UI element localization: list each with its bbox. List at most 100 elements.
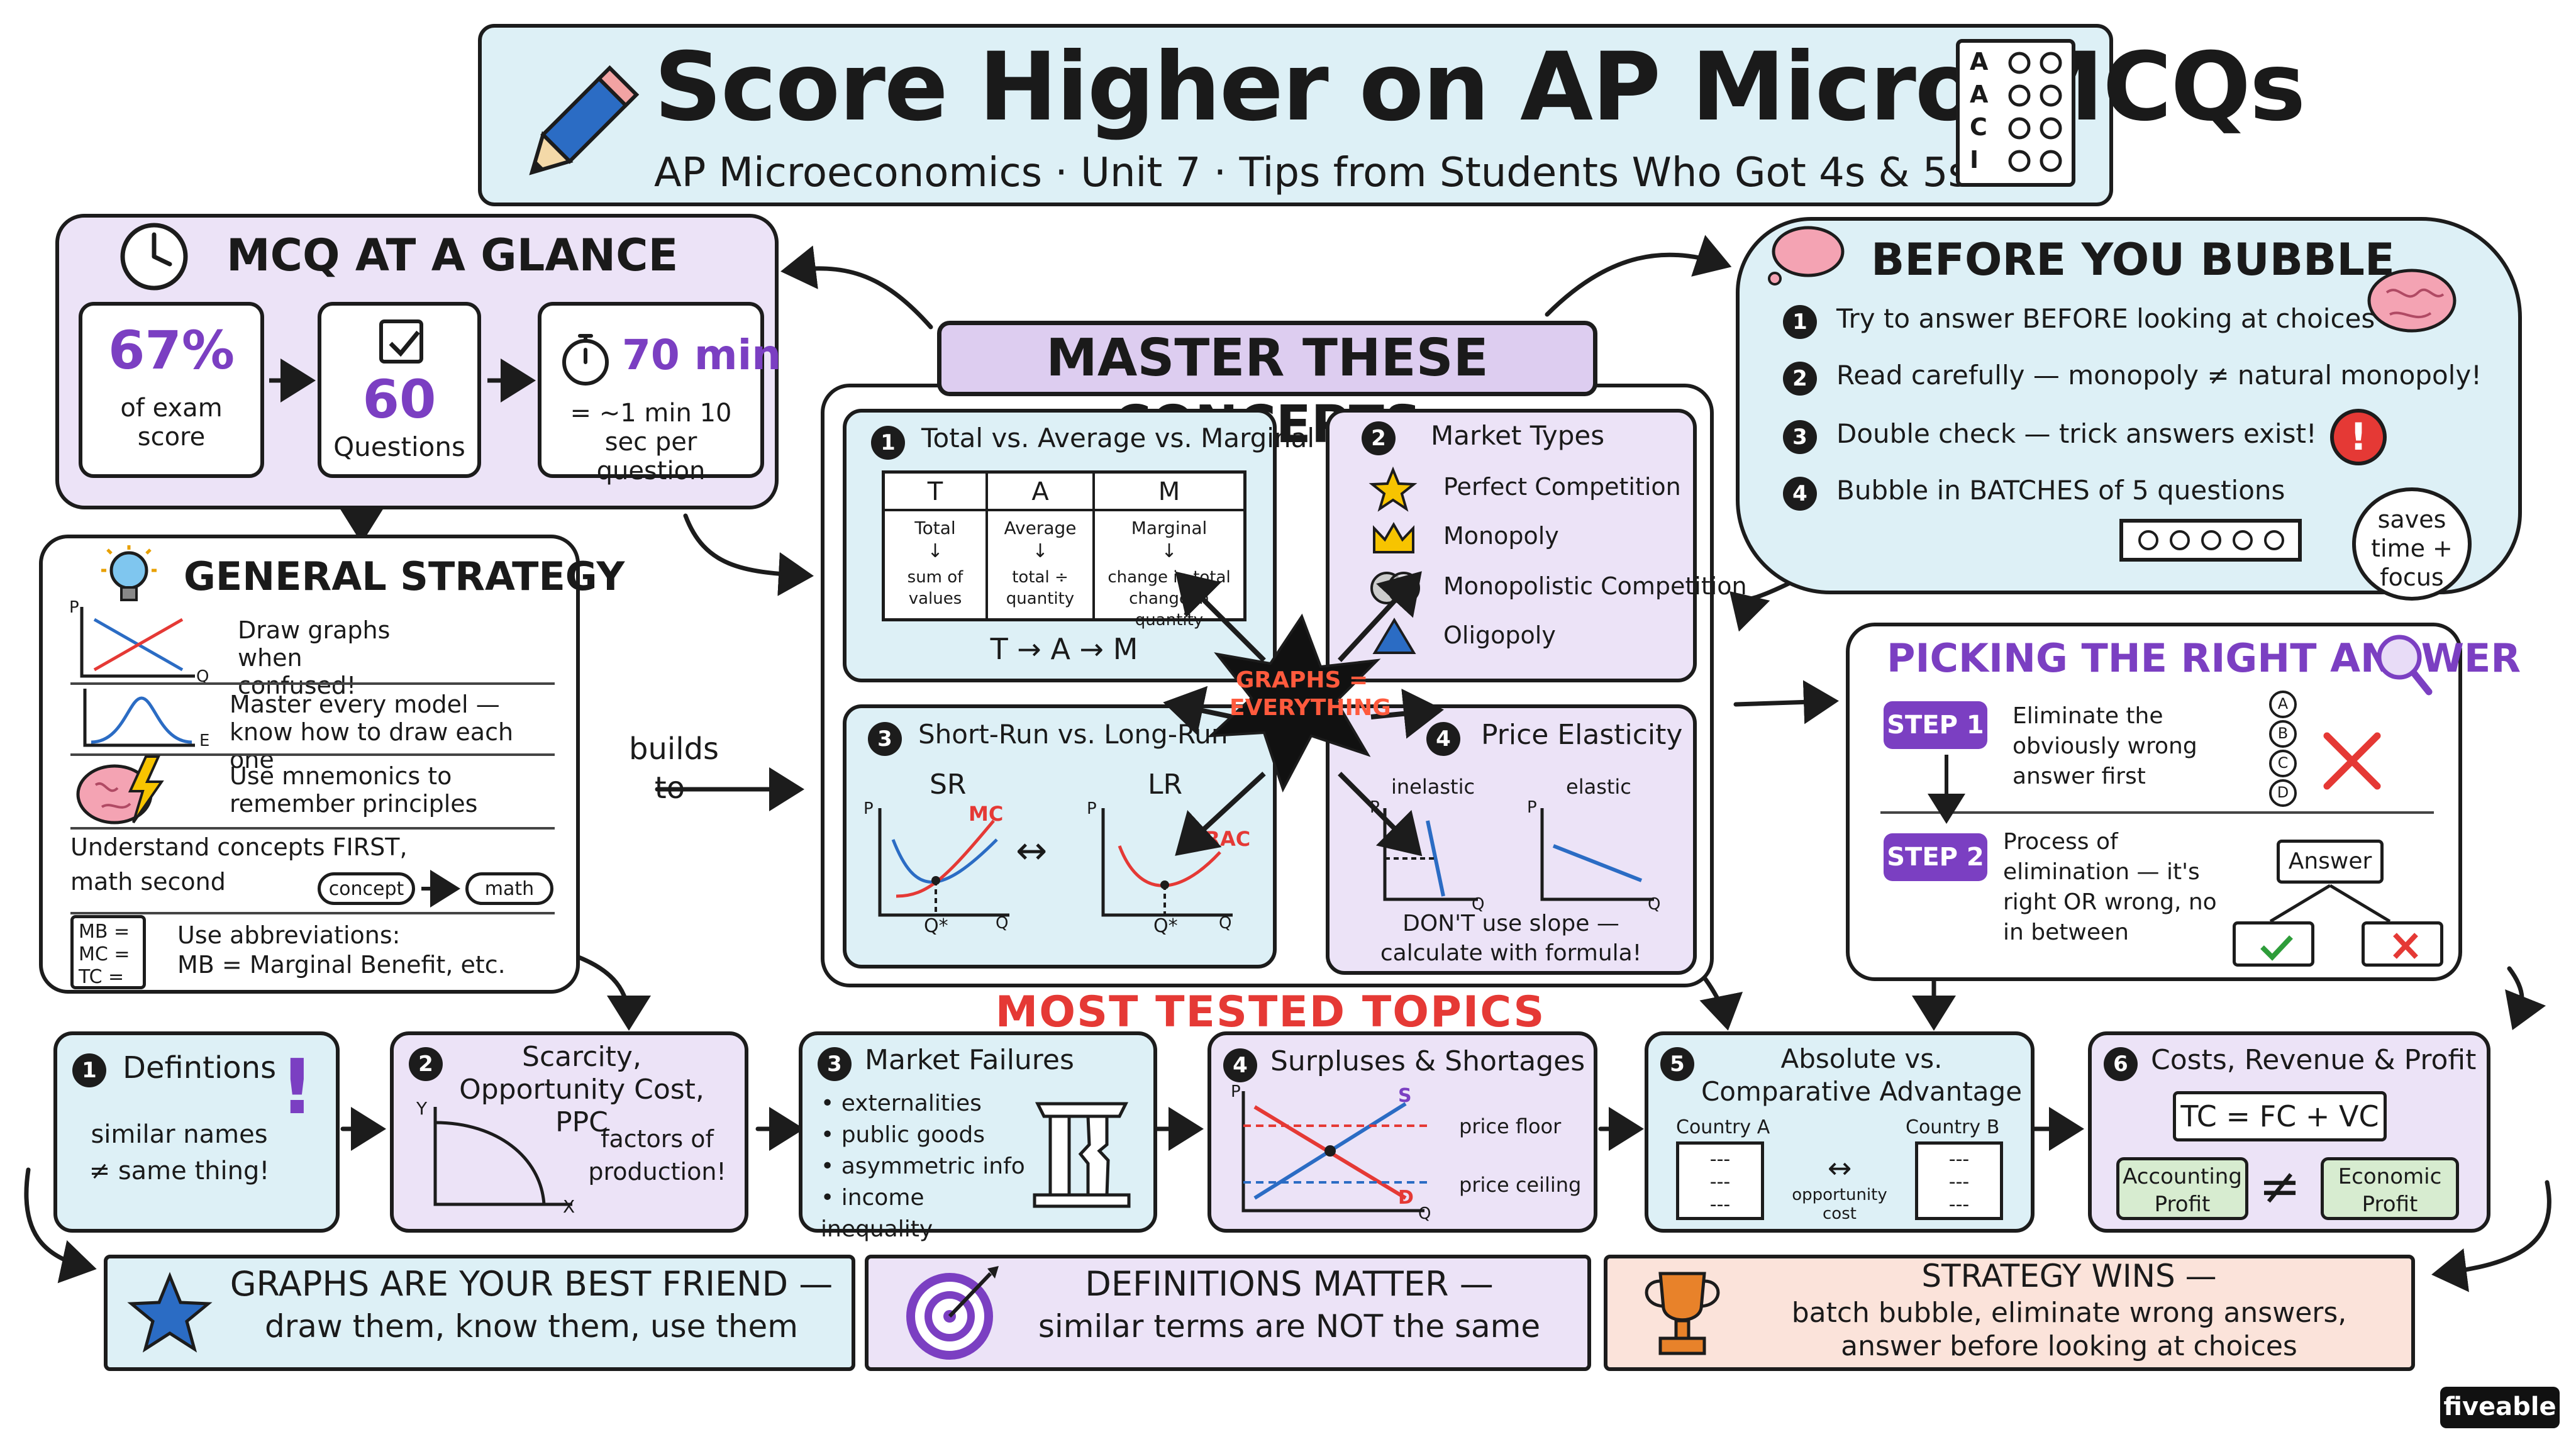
topic-5-title: Absolute vs. Comparative Advantage: [1701, 1043, 2023, 1107]
stat-card-questions: 60 Questions: [318, 302, 481, 478]
glance-arrows: [269, 358, 536, 402]
bubble-item-2: Read carefully — monopoly ≠ natural mono…: [1836, 360, 2482, 391]
not-equal-sign: ≠: [2258, 1157, 2301, 1216]
banner-strategy-line1: STRATEGY WINS —: [1921, 1258, 2217, 1294]
bubble-item-3: Double check — trick answers exist!: [1836, 418, 2317, 449]
stat-card-time: 70 min = ~1 min 10 sec per question: [538, 302, 781, 486]
strategy-item-2: Master every model — know how to draw ea…: [230, 691, 514, 774]
sr-lr-double-arrow: ↔: [1016, 829, 1048, 873]
country-b-table: ---------: [1915, 1141, 2003, 1220]
star-icon: [1368, 466, 1418, 512]
elastic-demand-graph: P Q: [1527, 798, 1661, 914]
warning-icon: !: [2330, 409, 2387, 465]
cost-formula-box: TC = FC + VC: [2173, 1091, 2387, 1141]
magnifier-icon: [2371, 629, 2434, 698]
opportunity-cost-label: opportunity cost: [1792, 1185, 1887, 1223]
check-icon: [2233, 921, 2314, 967]
checkbox-icon: [379, 319, 423, 364]
concepts-first-text: Understand concepts FIRST,: [70, 833, 408, 861]
stat-card-score: 67% of exam score: [79, 302, 264, 478]
concept-2-title: Market Types: [1431, 420, 1605, 451]
crown-icon: [1371, 521, 1416, 558]
star-banner-icon: [127, 1272, 213, 1353]
market-type-1: Perfect Competition: [1443, 473, 1681, 501]
abbreviation-box: MB = MC = TC =: [70, 915, 146, 989]
ppc-graph: Y X: [416, 1098, 575, 1217]
long-run-cost-graph: P Q Q*: [1087, 799, 1233, 937]
triangle-icon: [1372, 618, 1416, 655]
strategy-item-3: Use mnemonics to remember principles: [230, 762, 478, 818]
wrong-x-icon: [2362, 921, 2443, 967]
bubble-batch-box: [2119, 519, 2302, 562]
elasticity-note-2: calculate with formula!: [1380, 940, 1642, 966]
short-run-cost-graph: P Q Q*: [863, 799, 1009, 937]
page-subtitle: AP Microeconomics · Unit 7 · Tips from S…: [654, 150, 1969, 196]
glance-title: MCQ AT A GLANCE: [226, 230, 679, 281]
strategy-title: GENERAL STRATEGY: [184, 553, 625, 599]
stopwatch-icon: [557, 331, 614, 387]
bell-curve-mini-graph: E: [79, 689, 209, 752]
market-type-4: Oligopoly: [1443, 621, 1556, 649]
banner-definitions-line1: DEFINITIONS MATTER —: [1085, 1264, 1494, 1304]
topic-card-2: [390, 1031, 748, 1233]
topic-4-title: Surpluses & Shortages: [1270, 1045, 1585, 1077]
math-pill: math: [465, 872, 553, 905]
topic-1-title: Defintions: [123, 1050, 277, 1085]
bubble-item-4: Bubble in BATCHES of 5 questions: [1836, 475, 2285, 506]
pencil-icon: [516, 57, 641, 195]
banner-graphs: [104, 1255, 855, 1371]
step-2-badge: STEP 2: [1884, 833, 1987, 881]
brain-icon: [2362, 264, 2462, 340]
opportunity-arrow: ↔: [1827, 1151, 1852, 1185]
price-floor-label: price floor: [1459, 1114, 1562, 1138]
concept-4-title: Price Elasticity: [1481, 719, 1683, 751]
header-banner: [478, 24, 2113, 206]
choice-circles: A B C D: [2264, 689, 2302, 814]
price-ceiling-label: price ceiling: [1459, 1173, 1582, 1197]
strategy-item-1: Draw graphs when confused!: [238, 616, 391, 699]
topic-2-title: Scarcity, Opportunity Cost, PPC: [459, 1041, 704, 1138]
concept-pill: concept: [318, 872, 415, 905]
target-icon: [899, 1261, 1000, 1365]
math-second-text: math second: [70, 868, 226, 896]
builds-to-label: builds to: [629, 731, 719, 806]
trophy-icon: [1635, 1267, 1729, 1362]
abbr-line-2: MB = Marginal Benefit, etc.: [177, 951, 506, 979]
bubble-title: BEFORE YOU BUBBLE: [1871, 234, 2395, 286]
clock-icon: [116, 219, 192, 294]
graphs-everything-label: GRAPHS = EVERYTHING: [1230, 667, 1391, 721]
banner-definitions-line2: similar terms are NOT the same: [1038, 1308, 1541, 1345]
topic-6-title: Costs, Revenue & Profit: [2151, 1044, 2477, 1076]
economic-profit-box: Economic Profit: [2321, 1157, 2459, 1220]
answer-sheet-icon: A A C I: [1956, 39, 2075, 187]
answer-box: Answer: [2277, 840, 2384, 884]
saves-time-bubble: saves time + focus: [2352, 487, 2472, 601]
market-type-2: Monopoly: [1443, 522, 1559, 550]
brain-lightning-icon: [70, 753, 171, 829]
topic-1-text: similar names ≠ same thing!: [89, 1120, 270, 1185]
topic-3-title: Market Failures: [865, 1044, 1074, 1076]
red-x-icon: [2321, 730, 2384, 792]
step-2-text: Process of elimination — it's right OR w…: [2003, 829, 2217, 945]
topic-3-list: • externalities • public goods • asymmet…: [821, 1091, 1025, 1242]
tam-flow: T → A → M: [990, 632, 1138, 666]
banner-strategy-line2: batch bubble, eliminate wrong answers,: [1791, 1297, 2347, 1329]
exclamation-icon: !: [280, 1044, 314, 1131]
elasticity-note-1: DON'T use slope —: [1402, 911, 1619, 936]
supply-demand-graph: P Q S D: [1231, 1082, 1431, 1223]
concept-to-math-arrow: [421, 870, 460, 908]
topic-card-4: [1208, 1031, 1597, 1233]
banner-graphs-line2: draw them, know them, use them: [265, 1308, 798, 1345]
abbr-line-1: Use abbreviations:: [177, 921, 401, 949]
banner-graphs-line1: GRAPHS ARE YOUR BEST FRIEND —: [230, 1264, 833, 1304]
step-1-badge: STEP 1: [1884, 701, 1987, 749]
bubble-item-1: Try to answer BEFORE looking at choices: [1836, 303, 2375, 334]
thought-bubble-icon: [1761, 223, 1849, 286]
topic-2-text: factors of production!: [588, 1125, 726, 1185]
banner-strategy-line3: answer before looking at choices: [1841, 1330, 2297, 1362]
banner-strategy: [1604, 1255, 2415, 1371]
